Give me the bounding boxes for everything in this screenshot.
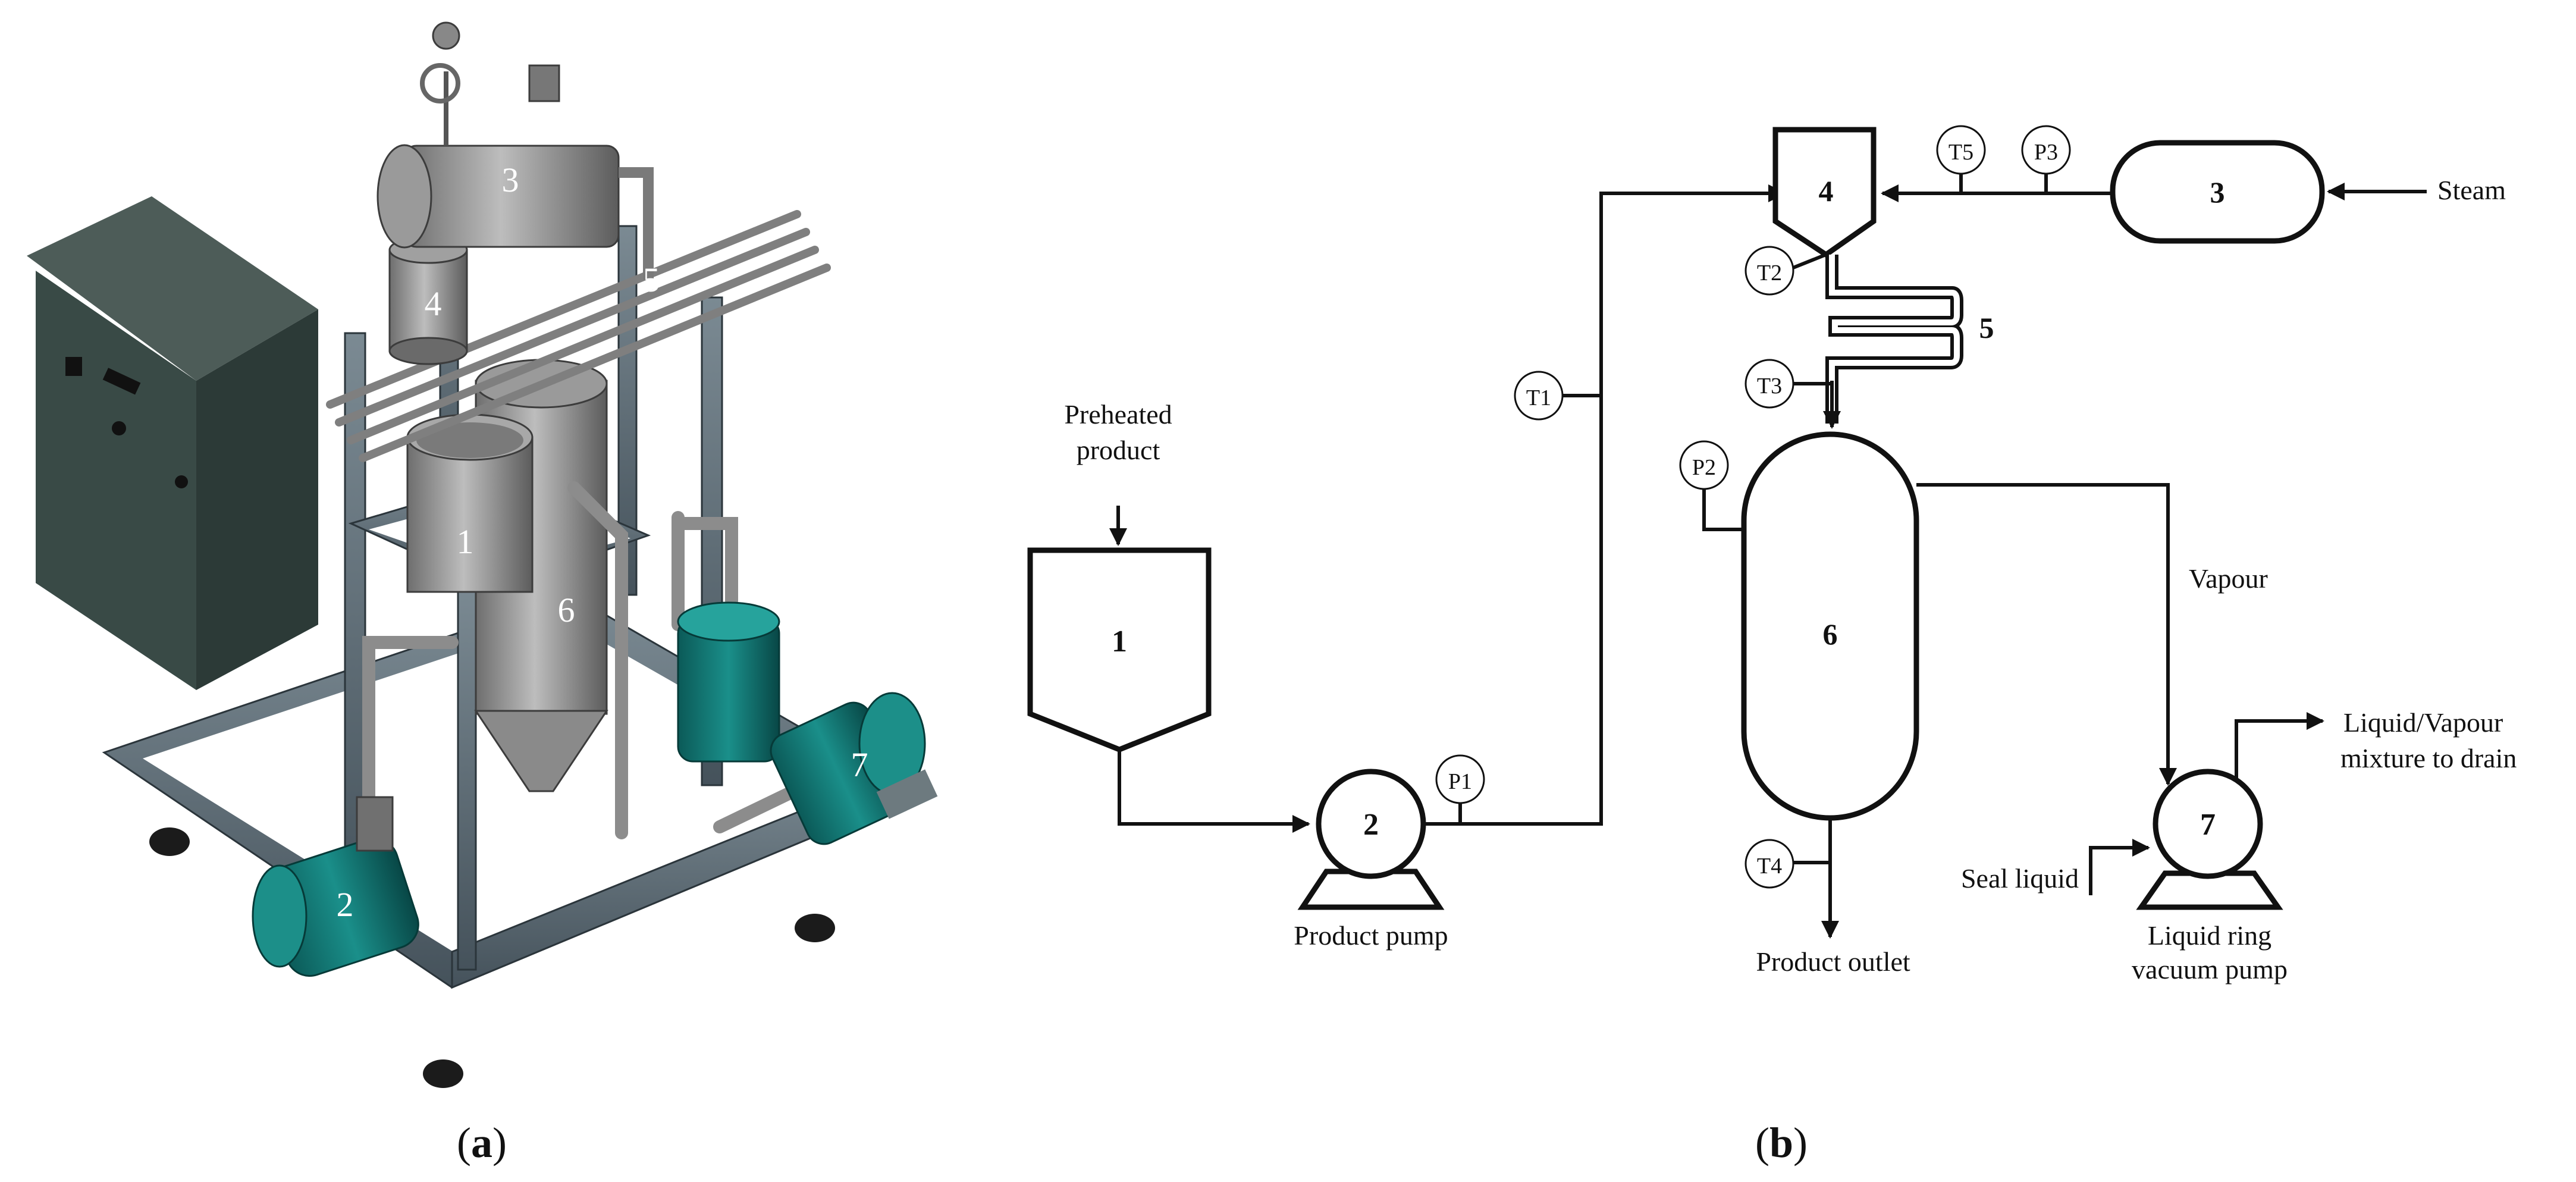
injector-4-number: 4 [1819, 174, 1834, 208]
holding-tube-5-outer [1825, 255, 1963, 424]
holding-tube-5-number: 5 [1979, 311, 1994, 344]
t4-label: T4 [1757, 854, 1782, 879]
tank-1-3d [406, 413, 534, 593]
p1-instrument [1435, 754, 1485, 804]
label-1-3d: 1 [457, 522, 474, 561]
pump-7-symbol [2153, 769, 2263, 879]
t5-label: T5 [1949, 140, 1973, 165]
tank-1-number: 1 [1112, 625, 1127, 659]
product-pump-label: Product pump [1294, 920, 1448, 951]
caption-a: (a) [457, 1119, 507, 1167]
t5-instrument [1936, 125, 1986, 175]
pump-2-number: 2 [1363, 808, 1379, 842]
pump-2-3d [252, 796, 419, 977]
drain-line [2235, 712, 2324, 778]
t1-label: T1 [1526, 385, 1551, 410]
label-7-3d: 7 [851, 745, 868, 784]
preheated-product-label-l1: Preheated [1064, 399, 1172, 429]
t2-label: T2 [1757, 261, 1782, 286]
caption-b: (b) [1755, 1119, 1808, 1167]
pump-7-number: 7 [2200, 808, 2216, 842]
injector-4-symbol [1772, 127, 1877, 258]
pump-2-base [1297, 869, 1445, 910]
vapour-label: Vapour [2189, 563, 2268, 594]
steam-vessel-3-symbol [2110, 140, 2325, 244]
p2-instrument [1679, 440, 1729, 490]
drain-label-l1: Liquid/Vapour [2343, 707, 2503, 738]
p2-label: P2 [1692, 455, 1716, 480]
t3-instrument [1744, 359, 1794, 409]
p1-label: P1 [1448, 769, 1472, 794]
p2-tap [1702, 489, 1746, 531]
label-3-3d: 3 [502, 161, 519, 199]
lrvp-label-l1: Liquid ring [2148, 920, 2271, 951]
caster-wheels [149, 827, 835, 1088]
control-cabinet [27, 196, 318, 690]
t1-instrument [1514, 371, 1564, 421]
product-outlet-label: Product outlet [1756, 946, 1910, 977]
drain-label-l2: mixture to drain [2340, 743, 2517, 773]
panel-a-rendering: 1 2 3 4 5 6 7 [27, 21, 938, 1088]
label-6-3d: 6 [558, 591, 575, 629]
pump-7-3d [677, 601, 938, 845]
seal-liquid-label: Seal liquid [1961, 863, 2079, 893]
p3-label: P3 [2034, 140, 2058, 165]
seal-liquid-line [2089, 839, 2150, 895]
label-2-3d: 2 [337, 885, 354, 924]
line-pump2-to-injector4 [1423, 184, 1786, 826]
panel-a-number-labels: 1 2 3 4 5 6 7 [337, 161, 868, 924]
p3-instrument [2021, 125, 2071, 175]
panel-b-flow-diagram: Preheated product 1 2 Product pump P1 T1… [1027, 125, 2517, 985]
label-4-3d: 4 [425, 284, 442, 323]
t2-instrument [1744, 246, 1794, 296]
steam-label: Steam [2437, 175, 2506, 205]
t3-label: T3 [1757, 374, 1782, 399]
pump-7-base [2136, 870, 2283, 910]
t4-instrument [1744, 839, 1794, 889]
label-5-3d: 5 [643, 261, 660, 299]
holding-tube-5-inner [1829, 255, 1960, 424]
t2-tap [1789, 253, 1827, 271]
lrvp-label-l2: vacuum pump [2132, 954, 2288, 985]
line-tank1-to-pump2 [1118, 750, 1310, 833]
steam-vessel-3-number: 3 [2210, 175, 2225, 209]
holding-tube-5-3d [326, 210, 831, 462]
vapour-line [1916, 483, 2177, 786]
tank-1-symbol [1027, 547, 1212, 753]
vessel-6-number: 6 [1823, 617, 1838, 651]
steam-vessel-3-3d [376, 21, 654, 280]
preheated-product-label-l2: product [1077, 435, 1160, 465]
